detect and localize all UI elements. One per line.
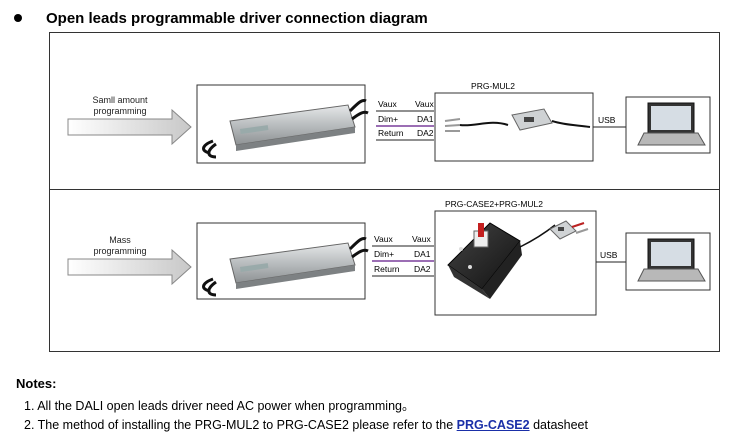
note-2-prefix: 2. The method of installing the PRG-MUL2… — [24, 418, 454, 432]
mass-usb: USB — [596, 250, 626, 263]
mass-arrow-label-1: Mass — [109, 235, 131, 245]
small-driver-icon — [202, 99, 369, 159]
mass-wire-left-0: Vaux — [374, 234, 393, 244]
mass-usb-label: USB — [600, 250, 618, 260]
prg-case2-icon — [447, 220, 589, 299]
small-arrow: Samll amount programming — [67, 95, 192, 146]
page-title: Open leads programmable driver connectio… — [46, 9, 428, 27]
note-2-suffix: datasheet — [533, 418, 588, 432]
mass-wire-right-0: Vaux — [412, 234, 431, 244]
connection-diagram: Samll amount programming Vaux Dim+ Retur… — [49, 32, 720, 352]
mass-wire-right-2: DA2 — [414, 264, 431, 274]
mass-arrow: Mass programming — [67, 235, 192, 286]
mass-driver-icon — [202, 237, 369, 297]
small-arrow-label-1: Samll amount — [92, 95, 148, 105]
mass-wires: Vaux Dim+ Return Vaux DA1 DA2 — [372, 234, 434, 277]
section-heading: Open leads programmable driver connectio… — [14, 8, 428, 28]
prg-case2-link[interactable]: PRG-CASE2 — [456, 418, 530, 432]
small-wire-left-2: Return — [378, 128, 404, 138]
notes-title: Notes: — [16, 376, 57, 391]
note-2: 2. The method of installing the PRG-MUL2… — [24, 416, 588, 435]
notes-section: Notes: 1. All the DALI open leads driver… — [16, 376, 588, 435]
mass-wire-left-1: Dim+ — [374, 249, 394, 259]
small-wire-left-1: Dim+ — [378, 114, 398, 124]
diagram-svg: Samll amount programming Vaux Dim+ Retur… — [67, 81, 711, 316]
bullet-icon — [14, 14, 22, 22]
small-wires: Vaux Dim+ Return Vaux DA1 DA2 — [376, 99, 434, 141]
mass-laptop-icon — [637, 238, 706, 282]
small-usb-label: USB — [598, 115, 616, 125]
mass-arrow-label-2: programming — [93, 246, 146, 256]
mass-device-title: PRG-CASE2+PRG-MUL2 — [445, 199, 543, 209]
small-device-frame — [434, 92, 594, 162]
small-device-title: PRG-MUL2 — [471, 81, 515, 91]
small-wire-left-0: Vaux — [378, 99, 397, 109]
small-arrow-label-2: programming — [93, 106, 146, 116]
small-wire-right-2: DA2 — [417, 128, 434, 138]
small-usb: USB — [593, 115, 626, 128]
small-laptop-icon — [637, 102, 706, 146]
small-wire-right-0: Vaux — [415, 99, 434, 109]
small-wire-right-1: DA1 — [417, 114, 434, 124]
mass-wire-right-1: DA1 — [414, 249, 431, 259]
mass-wire-left-2: Return — [374, 264, 400, 274]
note-1: 1. All the DALI open leads driver need A… — [24, 399, 415, 413]
prg-mul2-icon — [444, 108, 591, 132]
diagram-divider — [50, 189, 719, 190]
